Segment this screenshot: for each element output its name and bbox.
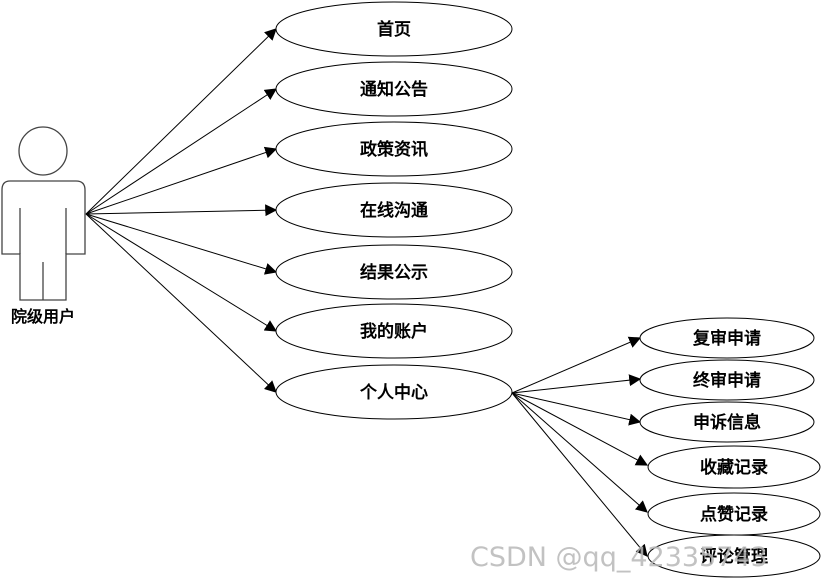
assoc-home bbox=[85, 28, 277, 215]
assoc-notice bbox=[85, 88, 278, 215]
sub-case-list: 复审申请 终审申请 申诉信息 收藏记录 点赞记录 评论管理 bbox=[639, 317, 821, 578]
use-case-account: 我的账户 bbox=[275, 303, 513, 359]
sub-case-favorites-label: 收藏记录 bbox=[700, 457, 768, 478]
sub-case-comments-label: 评论管理 bbox=[700, 546, 768, 567]
assoc-policy bbox=[85, 146, 278, 215]
use-case-account-label: 我的账户 bbox=[360, 321, 428, 342]
assoc-favorites bbox=[511, 392, 649, 466]
actor-associations bbox=[85, 28, 278, 393]
sub-case-recheck: 复审申请 bbox=[639, 317, 815, 359]
actor-label: 院级用户 bbox=[11, 307, 75, 326]
assoc-result bbox=[85, 213, 278, 275]
use-case-home-label: 首页 bbox=[377, 19, 411, 40]
assoc-chat bbox=[85, 204, 278, 217]
watermark: CSDN @qq_42335743 bbox=[470, 542, 768, 573]
use-case-chat: 在线沟通 bbox=[275, 182, 513, 238]
center-associations bbox=[511, 336, 649, 557]
use-case-notice: 通知公告 bbox=[275, 61, 513, 117]
use-case-chat-label: 在线沟通 bbox=[360, 200, 428, 221]
use-case-policy-label: 政策资讯 bbox=[360, 139, 428, 160]
assoc-comments bbox=[511, 392, 648, 557]
assoc-appeal bbox=[511, 392, 642, 426]
use-case-result: 结果公示 bbox=[275, 244, 513, 300]
sub-case-final: 终审申请 bbox=[639, 359, 815, 401]
sub-case-comments: 评论管理 bbox=[647, 534, 821, 578]
assoc-recheck bbox=[511, 336, 642, 394]
use-case-home: 首页 bbox=[275, 1, 513, 57]
assoc-center bbox=[85, 213, 277, 393]
actor-body bbox=[1, 180, 86, 301]
assoc-final bbox=[511, 374, 642, 394]
assoc-account bbox=[85, 213, 278, 332]
actor-figure bbox=[1, 126, 86, 301]
use-case-list: 首页 通知公告 政策资讯 在线沟通 结果公示 我的账户 个人中心 bbox=[275, 1, 513, 420]
assoc-likes bbox=[511, 392, 648, 513]
actor-head bbox=[18, 126, 68, 176]
use-case-policy: 政策资讯 bbox=[275, 121, 513, 177]
sub-case-likes-label: 点赞记录 bbox=[700, 504, 768, 525]
use-case-result-label: 结果公示 bbox=[360, 262, 428, 283]
use-case-center: 个人中心 bbox=[275, 364, 513, 420]
use-case-center-label: 个人中心 bbox=[359, 382, 428, 403]
sub-case-favorites: 收藏记录 bbox=[647, 445, 821, 489]
use-case-notice-label: 通知公告 bbox=[360, 79, 428, 100]
sub-case-final-label: 终审申请 bbox=[693, 370, 761, 391]
sub-case-recheck-label: 复审申请 bbox=[692, 328, 761, 349]
sub-case-appeal: 申诉信息 bbox=[639, 401, 815, 443]
sub-case-likes: 点赞记录 bbox=[647, 492, 821, 536]
sub-case-appeal-label: 申诉信息 bbox=[693, 412, 761, 433]
